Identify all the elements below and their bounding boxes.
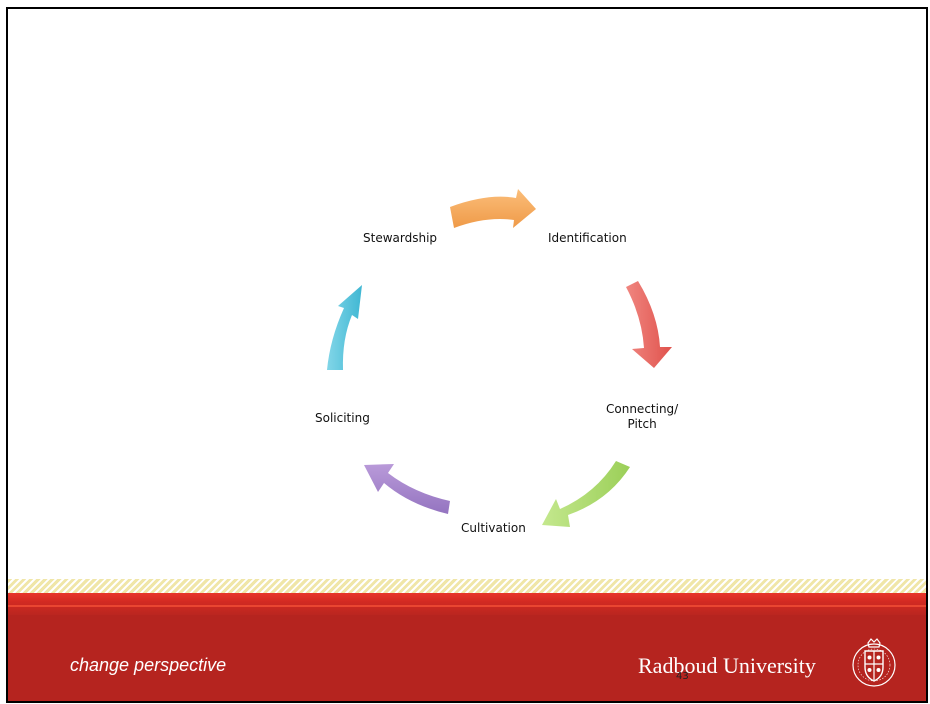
- footer-stripe-pattern: [8, 579, 926, 593]
- arrow-cultivation-to-soliciting: [364, 464, 450, 514]
- node-stewardship: Stewardship: [363, 231, 438, 245]
- footer-tagline: change perspective: [70, 655, 227, 675]
- node-connecting-pitch: Connecting/ Pitch: [606, 402, 678, 432]
- slide: Stewardship Identification Connecting/ P…: [6, 7, 928, 703]
- node-cultivation: Cultivation: [461, 521, 526, 535]
- footer-band-line: [8, 605, 926, 607]
- cycle-diagram: [327, 189, 672, 527]
- arrow-stewardship-to-identification: [450, 189, 536, 228]
- arrow-connecting-to-cultivation: [542, 461, 630, 527]
- footer-brand-name: Radboud University: [638, 653, 816, 678]
- university-crest-icon: [852, 638, 896, 687]
- footer-band-highlight: [8, 593, 926, 615]
- page-number: 43: [676, 671, 689, 682]
- node-connecting-line1: Connecting/: [606, 402, 679, 416]
- arrow-identification-to-connecting: [626, 281, 672, 368]
- node-soliciting: Soliciting: [315, 411, 370, 425]
- node-identification: Identification: [548, 231, 627, 245]
- node-connecting-line2: Pitch: [627, 417, 657, 431]
- arrow-soliciting-to-stewardship: [327, 285, 362, 370]
